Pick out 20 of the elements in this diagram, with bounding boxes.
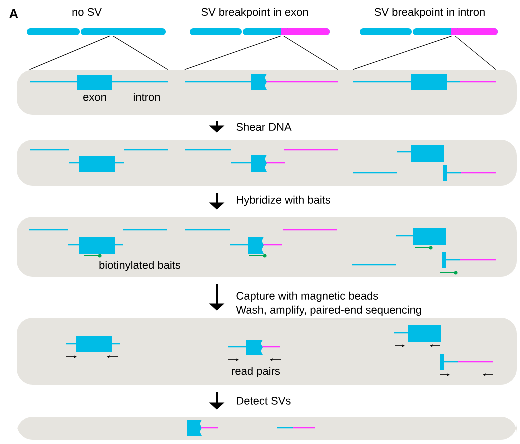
zoom-line xyxy=(455,36,496,70)
zoom-line xyxy=(184,36,282,70)
band-panel: exon intron xyxy=(17,70,517,115)
band-panel xyxy=(17,140,517,186)
band-panel: read pairs xyxy=(17,318,517,385)
heading: SV breakpoint in intron xyxy=(374,8,485,18)
zoom-line xyxy=(352,36,452,70)
heading: no SV xyxy=(72,8,102,16)
step-label: Detect SVs xyxy=(237,397,291,405)
step-label: Hybridize with baits xyxy=(237,196,331,206)
step-label: Wash, amplify, paired-end sequencing xyxy=(236,306,422,316)
zoom-line xyxy=(284,36,338,70)
step-label: Capture with magnetic beads xyxy=(236,292,378,302)
band-panel: biotinylated baits xyxy=(17,217,517,277)
heading: SV breakpoint in exon xyxy=(202,8,308,18)
zoom-line xyxy=(112,36,168,70)
zoom-line xyxy=(30,36,110,70)
band-panel xyxy=(17,417,517,440)
panel-letter: A xyxy=(10,10,18,18)
step-label: Shear DNA xyxy=(236,122,292,132)
